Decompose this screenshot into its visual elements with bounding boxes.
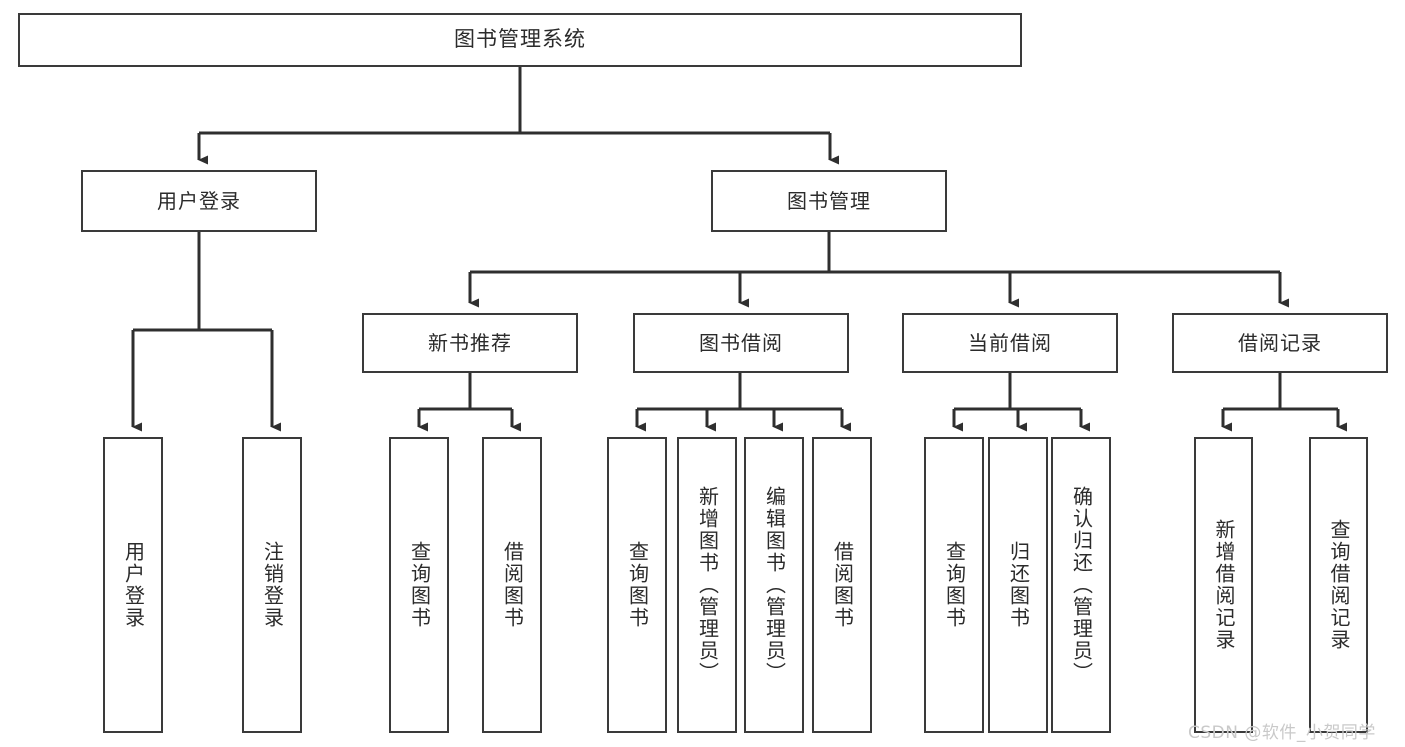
node-leaf-query-book-3[interactable]: 查询图书 [924, 437, 984, 733]
node-leaf-add-borrow-record[interactable]: 新增借阅记录 [1194, 437, 1253, 733]
node-leaf-confirm-return-admin-label: 确认归还（管理员） [1069, 486, 1094, 684]
node-leaf-logout-login[interactable]: 注销登录 [242, 437, 302, 733]
node-leaf-borrow-book-1-label: 借阅图书 [500, 541, 525, 629]
node-leaf-user-login-label: 用户登录 [121, 541, 146, 629]
node-leaf-confirm-return-admin[interactable]: 确认归还（管理员） [1051, 437, 1111, 733]
node-borrow-record-label: 借阅记录 [1238, 331, 1322, 355]
node-current-borrow-label: 当前借阅 [968, 331, 1052, 355]
node-leaf-query-book-2-label: 查询图书 [625, 541, 650, 629]
node-leaf-borrow-book-2[interactable]: 借阅图书 [812, 437, 872, 733]
node-leaf-query-borrow-record[interactable]: 查询借阅记录 [1309, 437, 1368, 733]
node-book-borrow-label: 图书借阅 [699, 331, 783, 355]
node-leaf-query-book-2[interactable]: 查询图书 [607, 437, 667, 733]
node-leaf-query-book-1-label: 查询图书 [407, 541, 432, 629]
node-leaf-add-borrow-record-label: 新增借阅记录 [1212, 519, 1236, 651]
node-leaf-return-book[interactable]: 归还图书 [988, 437, 1048, 733]
node-leaf-query-book-1[interactable]: 查询图书 [389, 437, 449, 733]
node-root[interactable]: 图书管理系统 [18, 13, 1022, 67]
node-leaf-query-book-3-label: 查询图书 [942, 541, 967, 629]
node-borrow-record[interactable]: 借阅记录 [1172, 313, 1388, 373]
node-leaf-edit-book-admin[interactable]: 编辑图书（管理员） [744, 437, 804, 733]
node-leaf-return-book-label: 归还图书 [1006, 541, 1031, 629]
node-book-management[interactable]: 图书管理 [711, 170, 947, 232]
node-leaf-logout-login-label: 注销登录 [260, 541, 285, 629]
node-book-management-label: 图书管理 [787, 189, 871, 213]
node-leaf-query-borrow-record-label: 查询借阅记录 [1327, 519, 1351, 651]
node-leaf-add-book-admin[interactable]: 新增图书（管理员） [677, 437, 737, 733]
node-leaf-user-login[interactable]: 用户登录 [103, 437, 163, 733]
node-leaf-borrow-book-1[interactable]: 借阅图书 [482, 437, 542, 733]
node-book-borrow[interactable]: 图书借阅 [633, 313, 849, 373]
node-new-book-recommend[interactable]: 新书推荐 [362, 313, 578, 373]
node-leaf-borrow-book-2-label: 借阅图书 [830, 541, 855, 629]
node-user-login[interactable]: 用户登录 [81, 170, 317, 232]
node-leaf-add-book-admin-label: 新增图书（管理员） [695, 486, 720, 684]
node-new-book-recommend-label: 新书推荐 [428, 331, 512, 355]
node-user-login-label: 用户登录 [157, 189, 241, 213]
node-leaf-edit-book-admin-label: 编辑图书（管理员） [762, 486, 787, 684]
node-current-borrow[interactable]: 当前借阅 [902, 313, 1118, 373]
node-root-label: 图书管理系统 [454, 27, 586, 52]
